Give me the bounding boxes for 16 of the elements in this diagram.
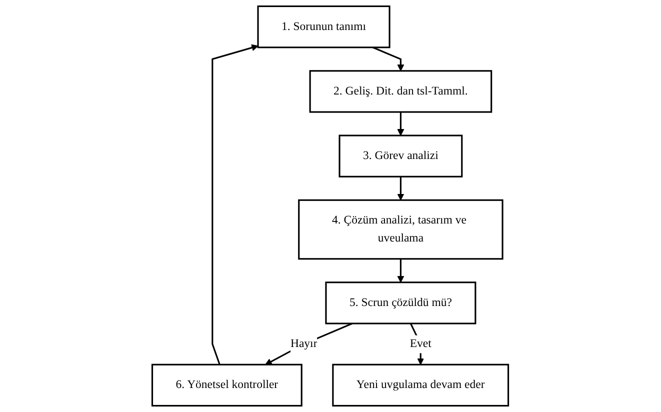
node-box: 4. Çözüm analizi, tasarım ve uveulama — [298, 199, 504, 260]
node-box: 1. Sorunun tanımı — [257, 5, 391, 48]
arrow — [397, 176, 404, 200]
arrow — [372, 46, 404, 72]
node-box: Yeni uvgulama devam eder — [332, 364, 510, 407]
node-box: 5. Scrun çözüldü mü? — [325, 282, 476, 324]
arrow — [265, 322, 353, 365]
arrow — [410, 323, 424, 365]
arrow — [212, 44, 259, 365]
edge-label: Hayır — [290, 338, 318, 350]
edge-label: Evet — [410, 338, 432, 350]
node-box: 3. Görev analizi — [338, 134, 463, 178]
arrow — [397, 258, 404, 283]
arrow — [397, 112, 404, 136]
node-box: 2. Geliş. Dit. dan tsl-Tamml. — [310, 70, 492, 113]
node-box: 6. Yönetsel kontroller — [152, 364, 303, 407]
